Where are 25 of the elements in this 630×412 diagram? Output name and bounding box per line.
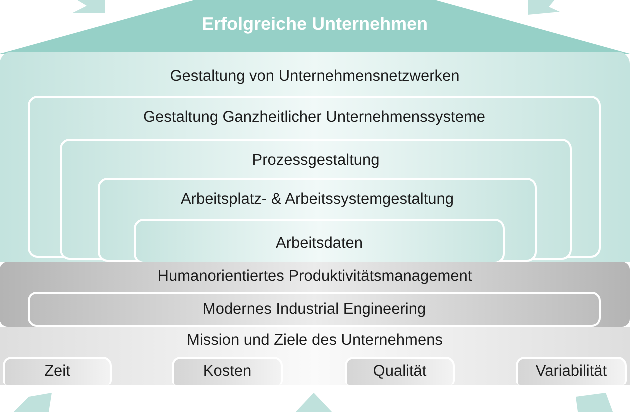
- layer-title: Humanorientiertes Produktivitätsmanagement: [158, 268, 472, 286]
- pillar-label: Kosten: [203, 363, 252, 381]
- band-panel: [0, 327, 630, 385]
- pillar-block: [172, 357, 283, 385]
- layer-title: Arbeitsplatz- & Arbeitssystemgestaltung: [180, 191, 454, 209]
- layer-title: Gestaltung von Unternehmensnetzwerken: [170, 68, 460, 86]
- pillar-block: [3, 357, 112, 385]
- layer-title: Mission und Ziele des Unternehmens: [187, 332, 443, 350]
- pillar-label: Variabilität: [536, 363, 608, 381]
- layer-panel: [98, 178, 537, 262]
- layer-title: Gestaltung Ganzheitlicher Unternehmenssysteme: [143, 109, 486, 127]
- layer-panel: [134, 219, 505, 264]
- layer-title: Modernes Industrial Engineering: [202, 300, 426, 318]
- layer-title: Arbeitsdaten: [276, 235, 364, 253]
- layer-panel: [0, 52, 630, 262]
- layer-panel: [28, 292, 601, 327]
- layer-title: Prozessgestaltung: [252, 152, 380, 170]
- pillar-label: Zeit: [44, 363, 70, 381]
- pillar-block: [345, 357, 455, 385]
- pillar-block: [516, 357, 627, 385]
- layer-panel: [60, 139, 572, 260]
- roof-shape: [0, 0, 630, 54]
- pillar-label: Qualität: [373, 363, 427, 381]
- roof-title: Erfolgreiche Unternehmen: [202, 13, 428, 35]
- band-panel: [0, 262, 630, 327]
